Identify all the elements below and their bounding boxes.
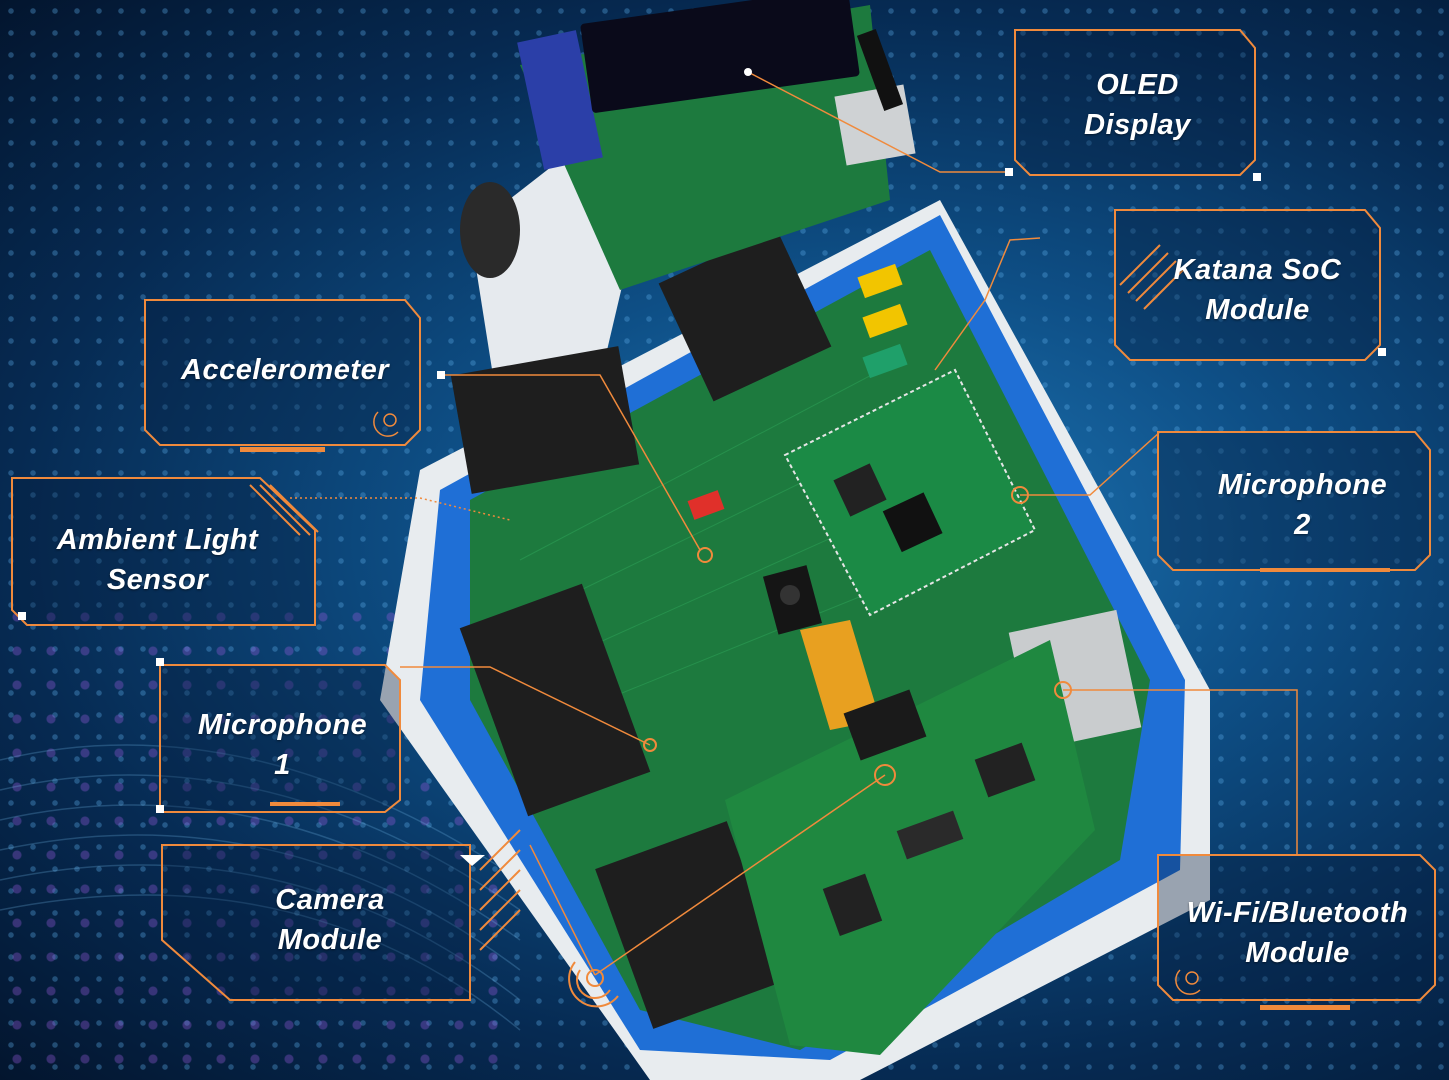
callout-line: 2 bbox=[1294, 509, 1311, 541]
oled-board bbox=[517, 0, 916, 290]
katana-soc-module bbox=[783, 368, 1037, 617]
header-bottom-left bbox=[595, 821, 785, 1029]
decor-squares bbox=[18, 168, 1386, 813]
decor-dashes bbox=[240, 447, 1390, 1010]
callout-frames bbox=[11, 29, 1436, 1001]
callout-line: Microphone bbox=[197, 709, 368, 741]
decor-hatches bbox=[249, 244, 1185, 951]
callout-line: 1 bbox=[274, 749, 291, 781]
callout-line: Module bbox=[1245, 937, 1350, 969]
header-top bbox=[658, 228, 832, 402]
callout-microphone-2: Microphone 2 bbox=[1180, 460, 1425, 550]
jumpers bbox=[687, 263, 908, 520]
decor-rings bbox=[373, 411, 1201, 995]
callout-line: Katana SoC bbox=[1173, 254, 1342, 286]
callout-line: Sensor bbox=[106, 564, 209, 596]
mount-knob bbox=[460, 182, 520, 278]
camera-board bbox=[725, 640, 1095, 1055]
frame-katana bbox=[1114, 209, 1381, 361]
callout-line: Camera bbox=[275, 884, 385, 916]
callout-oled-display: OLED Display bbox=[1025, 60, 1250, 150]
header-left bbox=[459, 583, 651, 817]
frame-wifi bbox=[1157, 854, 1436, 1001]
decor-triangle bbox=[460, 855, 485, 866]
callout-line: Module bbox=[1205, 294, 1310, 326]
callout-line: Module bbox=[277, 924, 383, 956]
header-top-left bbox=[450, 346, 640, 494]
callout-line: Ambient Light bbox=[56, 524, 259, 556]
frame-ambient bbox=[11, 477, 316, 626]
callout-accelerometer: Accelerometer bbox=[150, 345, 420, 395]
oled-screen bbox=[580, 0, 860, 113]
frame-accelerometer bbox=[144, 299, 421, 446]
callout-line: Accelerometer bbox=[181, 354, 389, 386]
callout-line: Microphone bbox=[1217, 469, 1388, 501]
callout-line: OLED bbox=[1096, 69, 1179, 101]
callout-microphone-1: Microphone 1 bbox=[170, 700, 395, 790]
frame-oled bbox=[1014, 29, 1256, 176]
callout-katana-soc-module: Katana SoC Module bbox=[1135, 245, 1380, 335]
camera-sensor bbox=[762, 565, 880, 730]
callout-line: Wi-Fi/Bluetooth bbox=[1186, 897, 1409, 929]
frame-camera bbox=[161, 844, 471, 1001]
background-wave-lines bbox=[0, 744, 521, 1031]
leader-lines bbox=[290, 71, 1298, 976]
callout-line: Display bbox=[1084, 109, 1191, 141]
target-markers bbox=[568, 68, 1072, 1008]
frame-mic2 bbox=[1157, 431, 1431, 571]
